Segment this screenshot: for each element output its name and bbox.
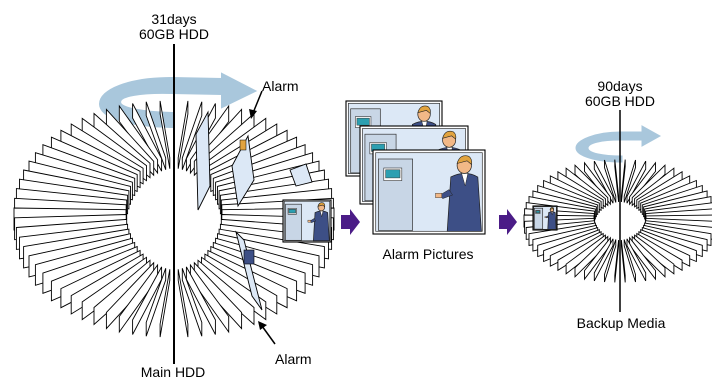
backup-media-label: Backup Media [576, 315, 666, 331]
alarm-top-label: Alarm [262, 78, 299, 94]
main-capacity-label: 60GB HDD [138, 26, 210, 42]
backup-media-ring [523, 159, 712, 283]
main-alarm-frames [195, 110, 332, 311]
backup-rotation-arrow [575, 125, 662, 163]
backup-media-page [604, 159, 617, 203]
main-hdd-page [132, 103, 163, 172]
main-alarm-frame-right [289, 163, 313, 187]
backup-media-page [614, 159, 620, 203]
main-hdd-page [159, 100, 171, 169]
backup-media-page [593, 238, 614, 282]
backup-retention-label: 90days [597, 78, 643, 94]
main-alarm-frame-top [195, 110, 211, 211]
alarm-picture-frame [372, 149, 486, 235]
alarm-pictures-stack [345, 100, 486, 235]
backup-media-page [623, 159, 636, 203]
backup-media-page [620, 159, 626, 203]
flow-arrow-to-backup [499, 209, 517, 235]
backup-media-page [626, 160, 647, 204]
alarm-bottom-label: Alarm [275, 351, 312, 367]
backup-capacity-label: 60GB HDD [584, 93, 656, 109]
alarm-top-arrow [249, 90, 263, 119]
backup-media-page [593, 160, 614, 204]
main-hdd-page [177, 269, 189, 338]
flow-arrow-to-pictures [341, 209, 360, 235]
main-retention-label: 31days [151, 11, 197, 27]
main-hdd-page [145, 268, 167, 337]
backup-media-page [614, 239, 620, 283]
backup-media-page [620, 239, 626, 283]
main-hdd-page [159, 269, 171, 338]
backup-alarm-frames [532, 205, 558, 231]
main-alarm-frame-lower [235, 230, 263, 311]
backup-media-page [626, 238, 647, 282]
main-hdd-page [145, 101, 167, 170]
main-alarm-frame-front [282, 199, 332, 243]
backup-media-page [623, 239, 636, 283]
main-hdd-label: Main HDD [140, 364, 206, 380]
backup-media-page [604, 239, 617, 283]
main-rotation-arrow [98, 72, 258, 129]
alarm-bottom-arrow [258, 321, 276, 345]
main-hdd-page [177, 100, 189, 169]
main-hdd-page [181, 268, 203, 337]
backup-alarm-frame [532, 205, 558, 231]
main-alarm-frame-figure [239, 139, 247, 151]
alarm-pictures-label: Alarm Pictures [382, 246, 474, 262]
main-hdd-page [181, 101, 203, 170]
main-alarm-frame-figure [243, 249, 255, 265]
